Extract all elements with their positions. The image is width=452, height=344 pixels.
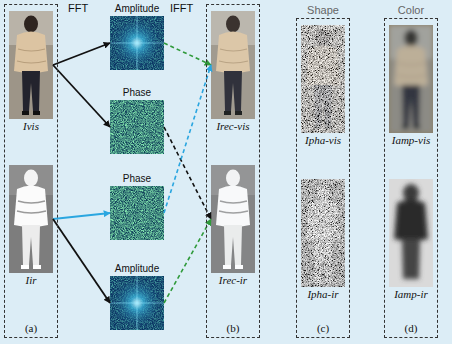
image-label: Iamp-ir: [389, 287, 433, 301]
column-box: (b) Irec-visIrec-ir: [206, 4, 260, 338]
image-slot: [9, 11, 53, 119]
panel-letter: (d): [385, 321, 437, 335]
panel-letter: (b): [207, 321, 259, 335]
image-box: Ipha-vis: [301, 25, 345, 147]
ifft-arrow: [164, 219, 211, 303]
reconstructed-image: [211, 165, 255, 273]
image-box: Iir: [9, 165, 53, 287]
spectrum-box: Amplitude: [110, 262, 164, 330]
image-box: Iamp-ir: [389, 179, 433, 301]
transform-label: FFT: [66, 2, 90, 15]
fft-arrow: [53, 65, 110, 127]
image-label: Irec-vis: [211, 119, 255, 133]
panel-letter: (a): [5, 321, 57, 335]
amplitude-image: [389, 25, 433, 133]
ifft-arrow: [164, 65, 211, 213]
image-box: Irec-ir: [211, 165, 255, 287]
image-box: Irec-vis: [211, 11, 255, 133]
image-box: Ipha-ir: [301, 179, 345, 301]
image-slot: [110, 186, 164, 240]
fft-arrow: [53, 43, 110, 65]
image-slot: [110, 276, 164, 330]
fft-arrow: [53, 213, 110, 219]
spectrum-box: Phase: [110, 86, 164, 154]
transform-label: IFFT: [168, 2, 195, 15]
image-slot: [211, 11, 255, 119]
phase-spectrum: [110, 186, 164, 240]
image-slot: [110, 16, 164, 70]
infrared-image: [9, 165, 53, 273]
image-label: Iamp-vis: [389, 133, 433, 147]
amplitude-spectrum: [110, 276, 164, 330]
amplitude-spectrum: [110, 16, 164, 70]
column-heading: Color: [385, 3, 437, 17]
ifft-arrow: [164, 127, 211, 219]
column-box: Shape(c)Ipha-visIpha-ir: [296, 18, 350, 338]
image-slot: [389, 25, 433, 133]
column-box: (a) IvisIir: [4, 4, 58, 338]
spectrum-box: Phase: [110, 172, 164, 240]
image-slot: [389, 179, 433, 287]
column-heading: Shape: [297, 3, 349, 17]
image-label: Irec-ir: [211, 273, 255, 287]
image-box: Iamp-vis: [389, 25, 433, 147]
image-label: Ipha-ir: [301, 287, 345, 301]
spectrum-label: Phase: [110, 172, 164, 186]
phase-image: [301, 25, 345, 133]
image-label: Ivis: [9, 119, 53, 133]
reconstructed-image: [211, 11, 255, 119]
spectrum-label: Amplitude: [110, 2, 164, 16]
spectrum-label: Amplitude: [110, 262, 164, 276]
ifft-arrow: [164, 43, 211, 65]
image-slot: [301, 179, 345, 287]
image-box: Ivis: [9, 11, 53, 133]
fft-arrow: [53, 219, 110, 303]
spectrum-box: Amplitude: [110, 2, 164, 70]
amplitude-image: [389, 179, 433, 287]
visible-image: [9, 11, 53, 119]
phase-image: [301, 179, 345, 287]
spectrum-label: Phase: [110, 86, 164, 100]
image-label: Iir: [9, 273, 53, 287]
image-slot: [110, 100, 164, 154]
image-slot: [301, 25, 345, 133]
image-slot: [9, 165, 53, 273]
column-box: Color(d)Iamp-visIamp-ir: [384, 18, 438, 338]
phase-spectrum: [110, 100, 164, 154]
image-slot: [211, 165, 255, 273]
panel-letter: (c): [297, 321, 349, 335]
image-label: Ipha-vis: [301, 133, 345, 147]
